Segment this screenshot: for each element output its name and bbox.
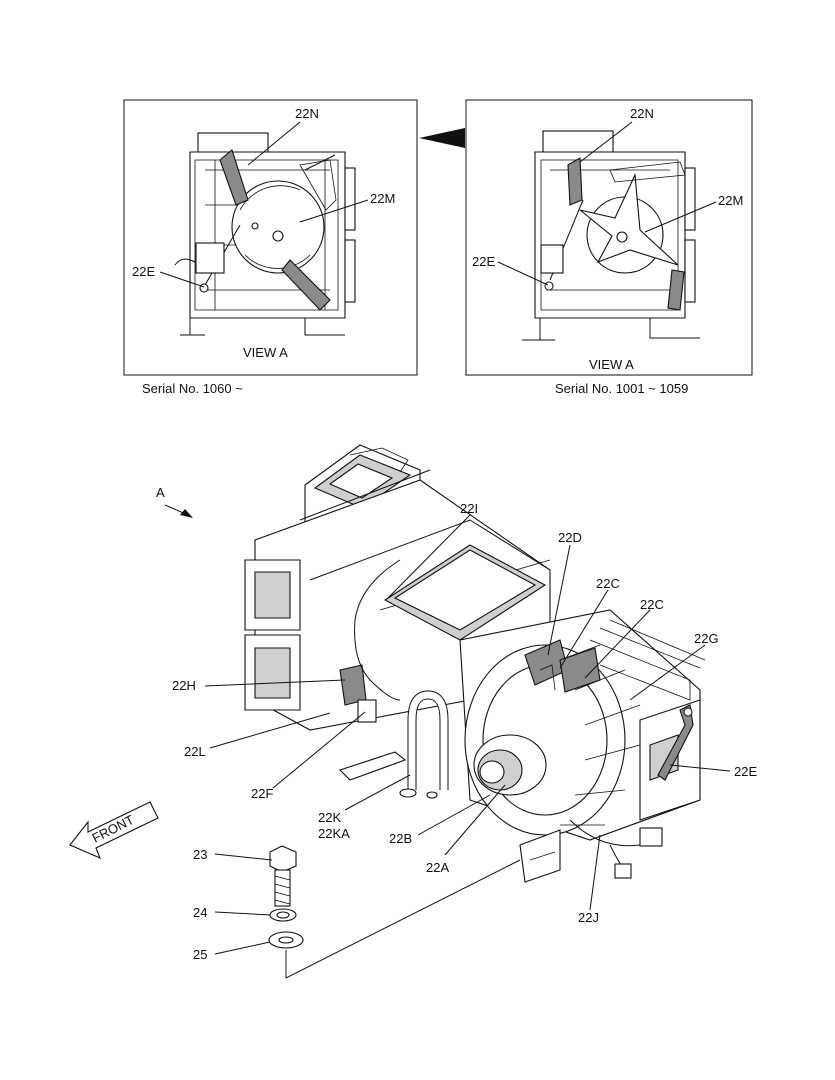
housing-drawing-left <box>174 132 356 336</box>
view-a-panel-right: 22N 22M 22E VIEW A <box>465 99 753 376</box>
callout-22N-left: 22N <box>295 106 319 121</box>
view-a-marker: A <box>156 485 165 500</box>
callout-22I: 22I <box>460 501 478 516</box>
housing-drawing-right <box>522 130 700 341</box>
callout-24: 24 <box>193 905 207 920</box>
serial-range-left: Serial No. 1060 ~ <box>142 381 243 396</box>
callout-22KA: 22KA <box>318 826 350 841</box>
callout-22D: 22D <box>558 530 582 545</box>
callout-22M-right: 22M <box>718 193 743 208</box>
callout-22E-left: 22E <box>132 264 155 279</box>
callout-22L: 22L <box>184 744 206 759</box>
callout-22M-left: 22M <box>370 191 395 206</box>
main-assembly-drawing: A <box>69 444 757 979</box>
callout-22A: 22A <box>426 860 449 875</box>
view-a-caption-left: VIEW A <box>243 345 288 360</box>
callout-22C-lower: 22C <box>640 597 664 612</box>
callout-22H: 22H <box>172 678 196 693</box>
callout-23: 23 <box>193 847 207 862</box>
view-a-caption-right: VIEW A <box>589 357 634 372</box>
callout-22J: 22J <box>578 910 599 925</box>
callout-22B: 22B <box>389 831 412 846</box>
callout-22G: 22G <box>694 631 719 646</box>
view-arrow-icon <box>419 128 465 148</box>
callout-22E: 22E <box>734 764 757 779</box>
serial-range-right: Serial No. 1001 ~ 1059 <box>555 381 688 396</box>
callout-22C-upper: 22C <box>596 576 620 591</box>
callout-22K: 22K <box>318 810 341 825</box>
callout-22E-right: 22E <box>472 254 495 269</box>
callout-25: 25 <box>193 947 207 962</box>
front-direction-label: FRONT <box>90 812 137 846</box>
callout-22F: 22F <box>251 786 273 801</box>
view-a-panel-left: 22N 22M 22E VIEW A <box>123 99 418 376</box>
callout-22N-right: 22N <box>630 106 654 121</box>
